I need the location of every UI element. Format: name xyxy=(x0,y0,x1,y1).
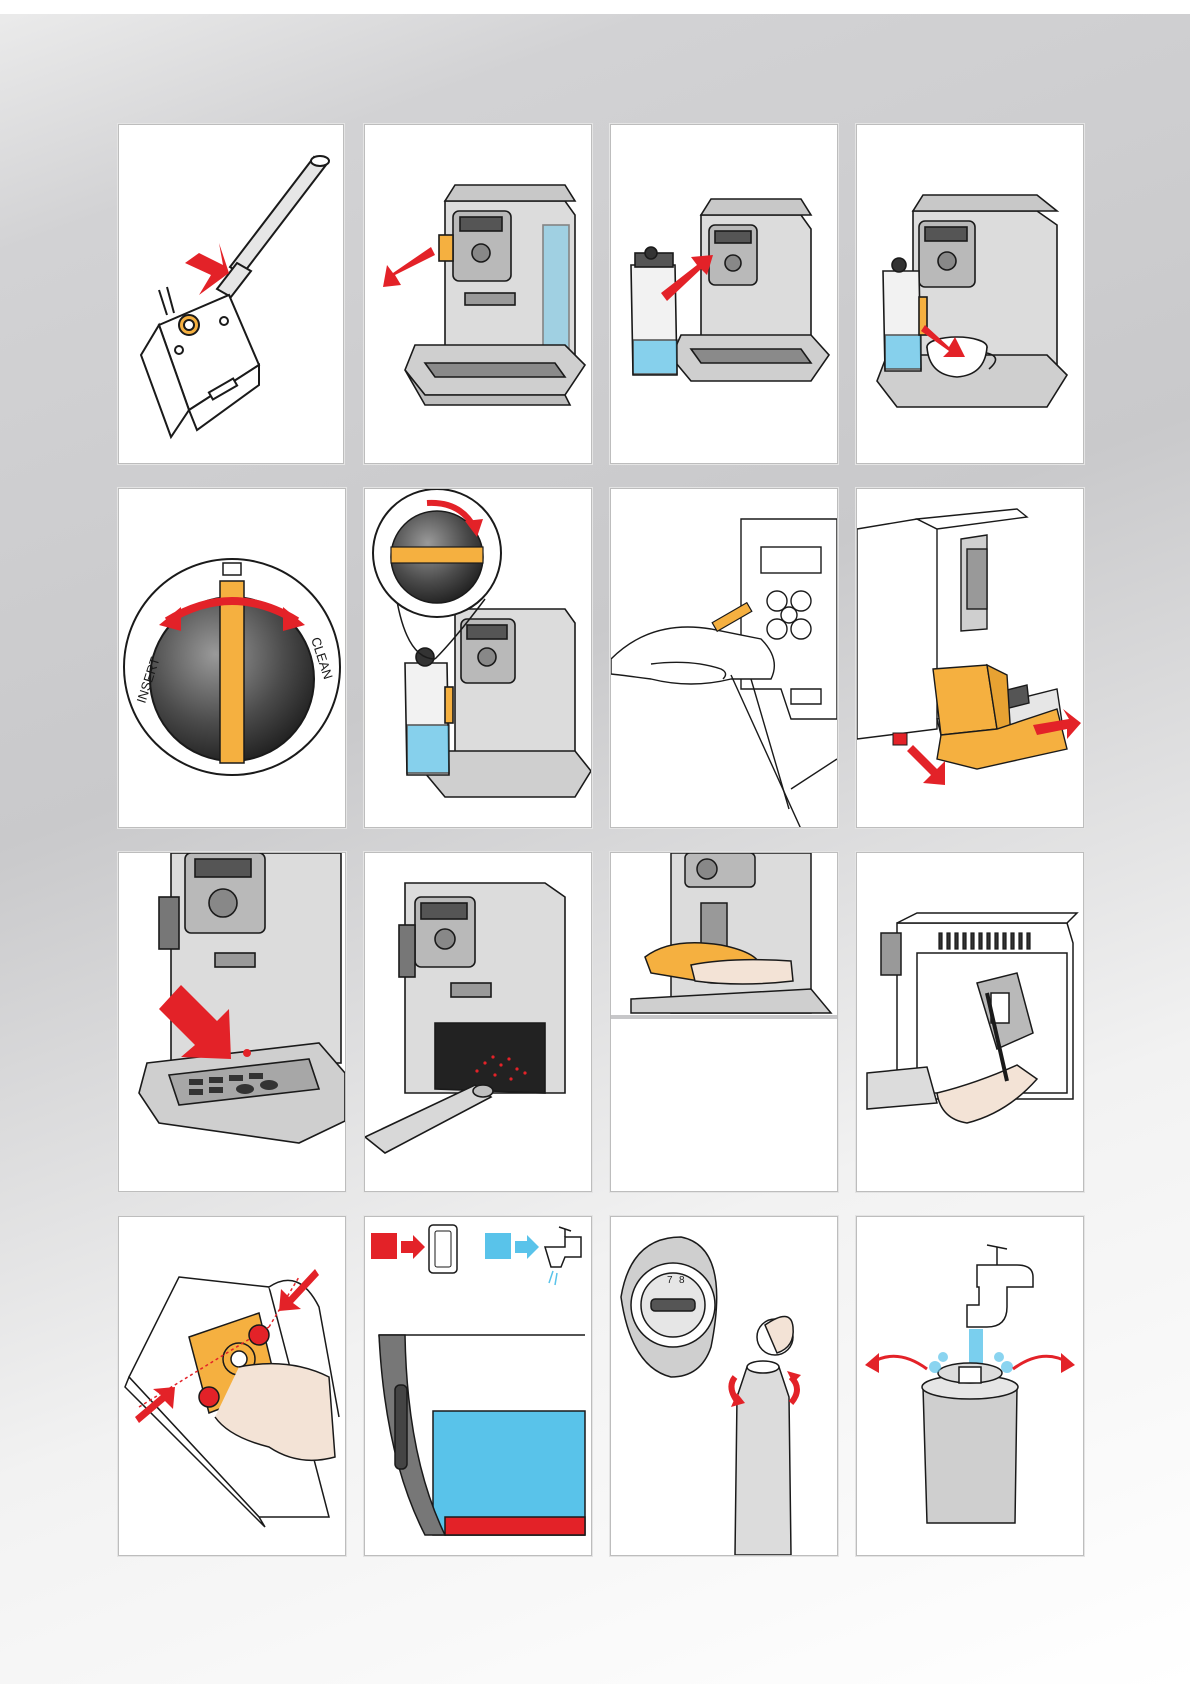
water-tap-icon xyxy=(545,1227,581,1267)
panel-16 xyxy=(856,1216,1084,1556)
panel-14 xyxy=(364,1216,592,1556)
rinse-filter-tap-icon xyxy=(857,1217,1083,1555)
panel-9 xyxy=(118,852,346,1192)
press-control-panel-icon xyxy=(119,853,345,1191)
panel-7 xyxy=(610,488,838,828)
blue-arrow-icon xyxy=(515,1235,539,1259)
brewing-unit-brush-icon xyxy=(857,853,1083,1191)
panel-15: 7 8 xyxy=(610,1216,838,1556)
attach-milk-carafe-icon xyxy=(611,125,837,463)
panel-2 xyxy=(364,124,592,464)
filter-date-dial-icon: 7 8 xyxy=(611,1217,837,1555)
panel-11 xyxy=(610,852,838,1192)
red-arrow-icon xyxy=(401,1235,425,1259)
panel-10 xyxy=(364,852,592,1192)
panel-6 xyxy=(364,488,592,828)
selector-knob-icon: INSERT CLEAN xyxy=(119,489,345,827)
water-tank-level-icon xyxy=(365,1217,591,1555)
panel-1 xyxy=(118,124,344,464)
panel-4 xyxy=(856,124,1084,464)
panel-8 xyxy=(856,488,1084,828)
knob-clean-position-icon xyxy=(365,489,591,827)
tube-into-connector-icon xyxy=(119,125,343,463)
panel-13 xyxy=(118,1216,346,1556)
blue-square-icon xyxy=(485,1233,511,1259)
filter-card-icon xyxy=(429,1225,457,1273)
red-square-icon xyxy=(371,1233,397,1259)
panel-3 xyxy=(610,124,838,464)
clean-spout-icon xyxy=(611,853,837,1191)
brewing-unit-release-icon xyxy=(119,1217,345,1555)
dispense-milk-cup-icon xyxy=(857,125,1083,463)
wipe-nozzle-cloth-icon xyxy=(611,489,837,827)
remove-milk-connector-icon xyxy=(365,125,591,463)
vacuum-coffee-grounds-icon xyxy=(365,853,591,1191)
panel-5: INSERT CLEAN xyxy=(118,488,346,828)
dial-digit-7: 7 xyxy=(667,1275,673,1286)
page-top-margin xyxy=(0,0,1190,14)
panel-12 xyxy=(856,852,1084,1192)
remove-drip-tray-icon xyxy=(857,489,1083,827)
dial-digit-8: 8 xyxy=(679,1275,685,1286)
panel-divider xyxy=(611,1015,837,1019)
arrow-icon xyxy=(383,247,435,287)
